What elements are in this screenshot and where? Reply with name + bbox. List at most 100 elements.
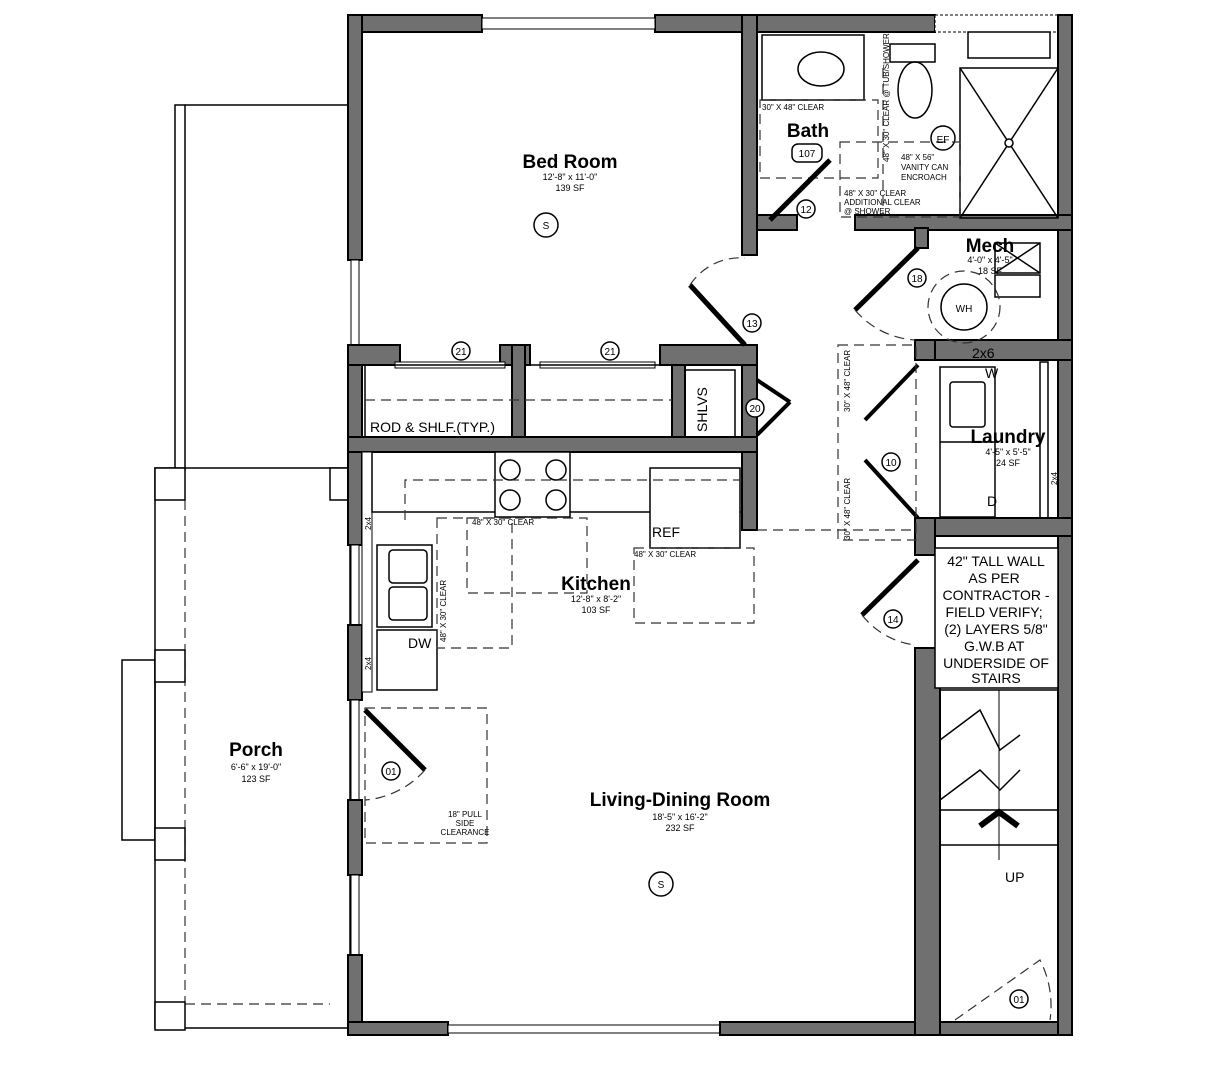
room-area: 232 SF: [665, 823, 695, 833]
svg-text:13: 13: [746, 319, 758, 330]
svg-text:01: 01: [385, 767, 397, 778]
door-tag: 01: [1009, 989, 1029, 1009]
closet: [524, 364, 673, 438]
room-dims: 4'-5" x 5'-5": [985, 447, 1030, 457]
door-tag: 21: [451, 341, 471, 361]
porch-column: [154, 649, 186, 683]
svg-text:21: 21: [455, 347, 467, 358]
note-box: [934, 547, 1059, 689]
room-name-bedroom: Bed Room: [523, 152, 618, 173]
room-dims: 4'-0" x 4'-5": [967, 255, 1012, 265]
room-area: 24 SF: [996, 458, 1021, 468]
room-dims: 12'-8" x 8'-2": [571, 594, 621, 604]
wall-2x4-label: 2x4: [364, 657, 373, 670]
window: [447, 1024, 721, 1034]
clearance-note: 48" X 30" CLEAR: [439, 580, 448, 642]
mech-fixtures: [927, 242, 1041, 344]
clearance-note: SIDE: [456, 819, 475, 828]
svg-text:S: S: [543, 221, 550, 232]
room-name-bath: Bath: [787, 121, 829, 142]
clearance-note: 30" X 48" CLEAR: [762, 103, 824, 112]
svg-text:20: 20: [749, 404, 761, 415]
up-label: UP: [1005, 869, 1024, 885]
refrigerator-icon: [649, 467, 741, 549]
range-icon: [494, 451, 571, 518]
clearance-note: ENCROACH: [901, 173, 947, 182]
room-name-living: Living-Dining Room: [590, 790, 770, 811]
svg-text:10: 10: [885, 458, 897, 469]
closet: [364, 364, 513, 438]
bath-fixtures: [759, 34, 1059, 222]
toilet-icon: [889, 43, 936, 63]
door-tag: 10: [881, 452, 901, 472]
smoke-detector-icon: S: [533, 212, 559, 238]
door-tag: 20: [745, 398, 765, 418]
door-tag: 12: [796, 199, 816, 219]
ref-label: REF: [652, 524, 680, 540]
window: [350, 544, 360, 626]
washer-label: W: [985, 365, 999, 381]
door-tag: 21: [600, 341, 620, 361]
porch-column: [154, 467, 186, 501]
room-dims: 18'-5" x 16'-2": [652, 812, 707, 822]
water-heater-icon: [940, 283, 988, 331]
window: [350, 259, 360, 346]
clearance-note: 48" X 30" CLEAR @ TUB/SHOWER: [882, 33, 891, 162]
clearance-note: 48" X 56": [901, 153, 934, 162]
laundry-fixtures: [939, 361, 1049, 519]
shelves-label: SHLVS: [694, 387, 710, 432]
up-arrow-icon: [978, 808, 1020, 829]
window: [350, 874, 360, 956]
svg-text:18: 18: [911, 274, 923, 285]
washer-icon: [949, 381, 986, 428]
clearance-note: 30" X 48" CLEAR: [843, 478, 852, 540]
closet-label: ROD & SHLF.(TYP.): [370, 419, 495, 435]
door-tag: 13: [742, 313, 762, 333]
porch-column: [154, 1001, 186, 1031]
room-dims: 6'-6" x 19'-0": [231, 762, 281, 772]
room-name-porch: Porch: [229, 740, 283, 761]
clearance-note: VANITY CAN: [901, 163, 948, 172]
svg-text:12: 12: [800, 205, 812, 216]
door-tag: 14: [883, 609, 903, 629]
porch-column: [154, 827, 186, 861]
clearance-note: @ SHOWER: [844, 207, 891, 216]
clearance-note: 48" X 30" CLEAR: [634, 550, 696, 559]
room-area: 18 SF: [978, 266, 1003, 276]
svg-text:S: S: [658, 880, 665, 891]
clearance-note: 48" X 30" CLEAR: [844, 189, 906, 198]
svg-text:21: 21: [604, 347, 616, 358]
dishwasher: [376, 629, 438, 691]
sink-icon: [376, 544, 433, 628]
wall-2x6-label: 2x6: [972, 345, 995, 361]
room-area: 123 SF: [241, 774, 271, 784]
doors[interactable]: [363, 246, 920, 844]
room-name-mech: Mech: [966, 236, 1015, 257]
clearance-note: ADDITIONAL CLEAR: [844, 198, 921, 207]
svg-text:14: 14: [887, 615, 899, 626]
porch: [121, 104, 351, 1031]
wall-2x4-label: 2x4: [364, 517, 373, 530]
room-dims: 12'-8" x 11'-0": [543, 172, 598, 182]
window: [481, 17, 656, 30]
wh-label: WH: [956, 304, 973, 315]
exhaust-fan-icon: [930, 125, 956, 151]
dw-label: DW: [408, 635, 432, 651]
room-number: 107: [799, 149, 816, 160]
room-area: 103 SF: [581, 605, 611, 615]
svg-text:01: 01: [1013, 995, 1025, 1006]
clearance-note: 30" X 48" CLEAR: [843, 350, 852, 412]
clearance-note: 48" X 30" CLEAR: [472, 518, 534, 527]
door-tag: 18: [907, 268, 927, 288]
ef-label: EF: [937, 135, 950, 146]
sink-icon: [797, 51, 845, 87]
clearance-note: 18" PULL: [448, 810, 483, 819]
clearance-note: CLEARANCE: [441, 828, 490, 837]
kitchen-fixtures: [371, 451, 915, 691]
door-tag: 01: [381, 761, 401, 781]
smoke-detector-icon: S: [648, 871, 674, 897]
room-area: 139 SF: [555, 183, 585, 193]
room-name-laundry: Laundry: [971, 427, 1046, 448]
